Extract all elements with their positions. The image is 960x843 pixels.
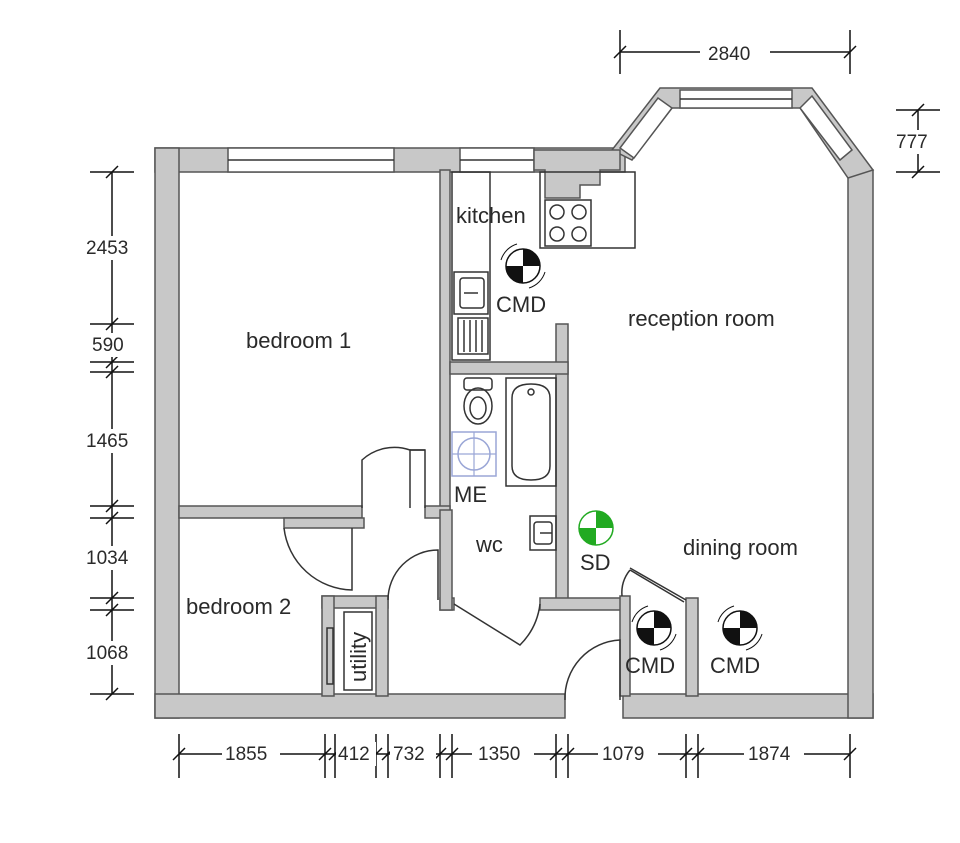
room-label-bedroom-2: bedroom 2 (186, 594, 291, 619)
dimension-top: 2840 (708, 44, 750, 65)
cmd-dining-label: CMD (710, 653, 760, 678)
kitchen-fixtures (451, 171, 636, 361)
dimension-left-2: 590 (92, 335, 124, 356)
dimension-bottom-3: 732 (393, 744, 425, 765)
cmd-kitchen-label: CMD (496, 292, 546, 317)
dimension-bottom-5: 1079 (602, 744, 644, 765)
room-label-dining: dining room (683, 535, 798, 560)
symbol-labels: CMD CMD CMD ME SD (454, 292, 760, 678)
dimension-left-1: 2453 (86, 238, 128, 259)
basin-icon (529, 515, 557, 551)
utility-cupboard (326, 611, 373, 691)
room-labels: bedroom 1 bedroom 2 kitchen reception ro… (186, 203, 798, 682)
outer-walls (154, 87, 875, 719)
room-label-reception: reception room (628, 306, 775, 331)
cmd-dining-icon (717, 605, 763, 651)
dimension-left-5: 1068 (86, 643, 128, 664)
meter-label: ME (454, 482, 487, 507)
dimension-left-3: 1465 (86, 431, 128, 452)
kitchen-sink-icon (453, 271, 489, 315)
bath-icon (505, 377, 557, 487)
dimension-left-4: 1034 (86, 548, 129, 569)
room-label-utility: utility (346, 632, 371, 682)
room-label-bedroom-1: bedroom 1 (246, 328, 351, 353)
smoke-detector-label: SD (580, 550, 611, 575)
dimension-bottom-1: 1855 (225, 744, 267, 765)
dimension-bottom-2: 412 (338, 744, 370, 765)
windows (227, 89, 854, 173)
toilet-icon (463, 377, 493, 425)
detector-icons (500, 243, 763, 651)
smoke-detector-icon (578, 510, 614, 546)
drainer-icon (457, 317, 489, 355)
bathroom-fixtures (463, 377, 557, 551)
room-label-wc: wc (475, 532, 503, 557)
internal-walls (178, 149, 699, 697)
doors (283, 446, 687, 701)
dimension-lines: 2840 777 2453 590 1465 (82, 30, 942, 778)
hob-icon (544, 199, 592, 247)
meter-icon (451, 431, 497, 477)
cmd-kitchen-icon (500, 243, 546, 289)
cmd-hall-icon (631, 605, 677, 651)
dimension-bottom-4: 1350 (478, 744, 520, 765)
room-label-kitchen: kitchen (456, 203, 526, 228)
cmd-hall-label: CMD (625, 653, 675, 678)
dimension-bottom-6: 1874 (748, 744, 791, 765)
dimension-bay-depth: 777 (896, 132, 928, 153)
